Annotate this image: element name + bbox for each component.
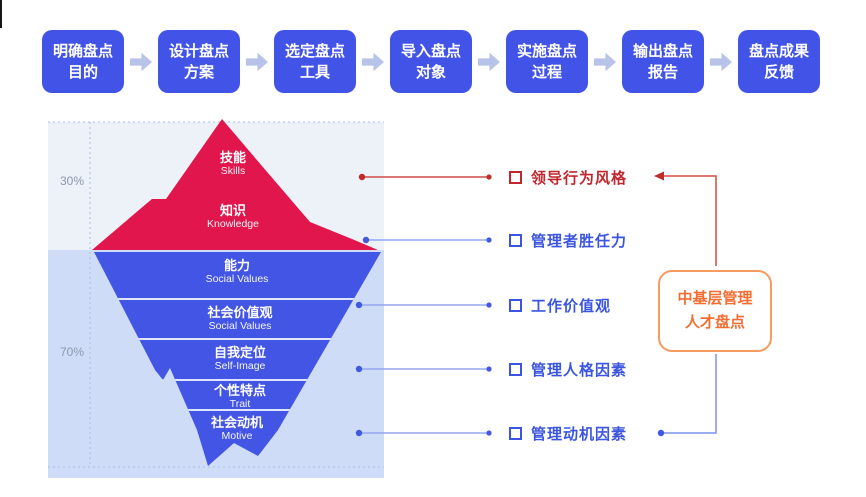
- process-step[interactable]: 明确盘点目的: [42, 30, 124, 93]
- layer-zh: 社会价值观: [207, 305, 273, 320]
- step-label-line1: 输出盘点: [632, 42, 693, 60]
- layer-en: Skills: [220, 165, 246, 177]
- layer-en: Trait: [229, 398, 251, 410]
- square-bullet-icon: [509, 362, 522, 376]
- process-step[interactable]: 设计盘点方案: [158, 30, 240, 93]
- legend-item[interactable]: 工作价值观: [509, 295, 611, 315]
- step-label-line1: 明确盘点: [52, 42, 113, 60]
- arrow-right-icon: [130, 52, 152, 72]
- step-label-line1: 导入盘点: [400, 42, 461, 60]
- process-step[interactable]: 实施盘点过程: [506, 30, 588, 93]
- above-percent-label: 30%: [59, 174, 85, 188]
- square-bullet-icon: [509, 170, 522, 184]
- layer-en: Knowledge: [207, 218, 259, 230]
- step-label-line2: 工具: [299, 63, 330, 81]
- legend-item[interactable]: 管理人格因素: [509, 359, 627, 379]
- process-step[interactable]: 输出盘点报告: [622, 30, 704, 93]
- process-step[interactable]: 盘点成果反馈: [738, 30, 820, 93]
- legend-item[interactable]: 管理者胜任力: [509, 230, 627, 250]
- legend-label: 领导行为风格: [531, 169, 628, 187]
- legend-item[interactable]: 管理动机因素: [509, 423, 627, 443]
- layer-en: Self-Image: [214, 360, 266, 372]
- callout-line1: 中基层管理: [677, 290, 753, 307]
- arrow-right-icon: [594, 52, 616, 72]
- arrow-right-icon: [710, 52, 732, 72]
- layer-zh: 能力: [223, 258, 250, 273]
- step-label-line1: 选定盘点: [284, 42, 345, 60]
- layer-zh: 技能: [219, 150, 247, 165]
- legend-label: 管理人格因素: [531, 361, 628, 379]
- step-label-line1: 设计盘点: [168, 42, 229, 60]
- process-step[interactable]: 选定盘点工具: [274, 30, 356, 93]
- callout-connector-red: [654, 171, 717, 266]
- step-label-line2: 反馈: [763, 63, 794, 81]
- callout-connector-blue: [657, 354, 717, 437]
- callout-box[interactable]: 中基层管理 人才盘点: [658, 270, 772, 352]
- layer-zh: 个性特点: [213, 383, 267, 398]
- process-step[interactable]: 导入盘点对象: [390, 30, 472, 93]
- layer-zh: 自我定位: [213, 345, 267, 360]
- arrow-right-icon: [478, 52, 500, 72]
- legend-label: 管理者胜任力: [531, 232, 628, 250]
- step-label-line1: 盘点成果: [748, 42, 809, 60]
- legend-item[interactable]: 领导行为风格: [509, 167, 627, 187]
- step-label-line2: 对象: [415, 63, 446, 81]
- legend-label: 管理动机因素: [531, 425, 628, 443]
- step-label-line2: 目的: [67, 63, 98, 81]
- layer-en: Social Values: [205, 273, 269, 285]
- layer-en: Social Values: [208, 320, 272, 332]
- step-label-line2: 方案: [183, 63, 214, 81]
- arrow-right-icon: [362, 52, 384, 72]
- layer-en: Motive: [221, 430, 253, 442]
- window-edge-mark: [0, 0, 2, 28]
- callout-line2: 人才盘点: [684, 314, 745, 331]
- below-percent-label: 70%: [59, 345, 85, 359]
- layer-zh: 社会动机: [210, 415, 264, 430]
- step-label-line2: 过程: [531, 63, 562, 81]
- layer-zh: 知识: [219, 203, 246, 218]
- legend-label: 工作价值观: [531, 297, 612, 315]
- square-bullet-icon: [509, 233, 522, 247]
- square-bullet-icon: [509, 298, 522, 312]
- square-bullet-icon: [509, 426, 522, 440]
- step-label-line1: 实施盘点: [516, 42, 577, 60]
- arrow-right-icon: [246, 52, 268, 72]
- step-label-line2: 报告: [647, 63, 678, 81]
